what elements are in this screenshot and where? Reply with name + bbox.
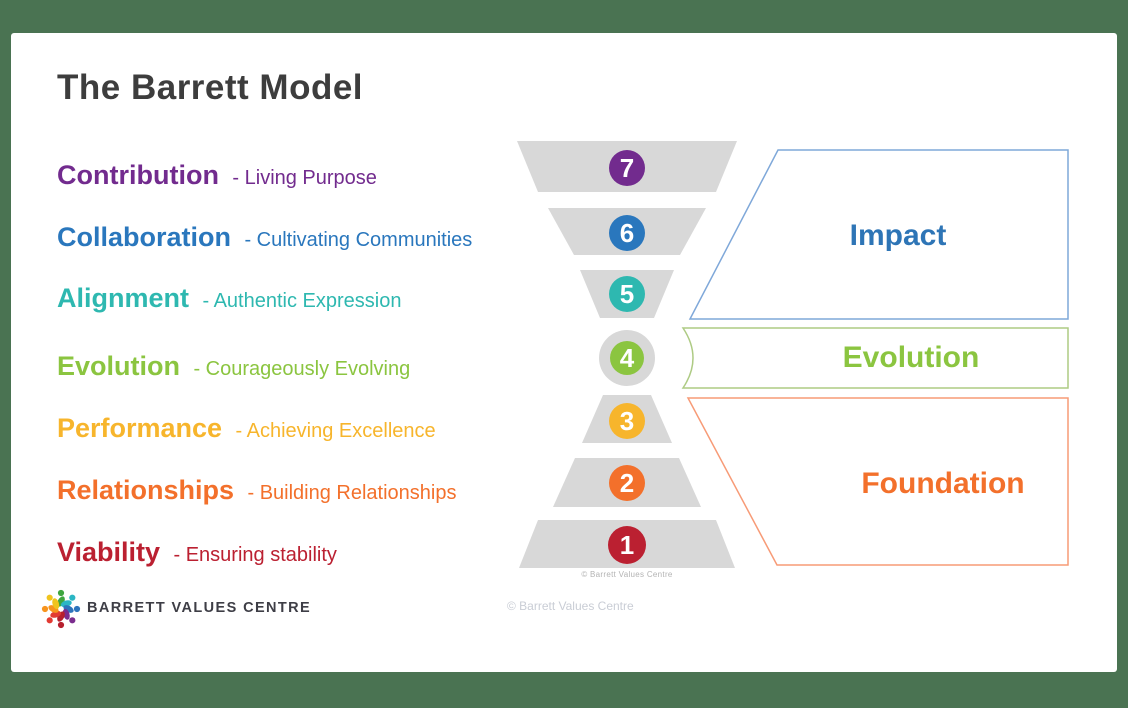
level-description: - Achieving Excellence [235, 420, 436, 442]
level-badge-3 [609, 403, 645, 439]
footer-logo-text: BARRETT VALUES CENTRE [87, 600, 312, 616]
level-keyword: Viability [57, 537, 161, 567]
level-row-5: Alignment - Authentic Expression [57, 281, 401, 315]
level-keyword: Evolution [57, 351, 180, 381]
evolution-outline-shape [681, 327, 1069, 389]
level-row-1: Viability - Ensuring stability [57, 535, 337, 569]
level-description: - Courageously Evolving [193, 358, 411, 380]
logo-petal [60, 594, 76, 608]
level-number-6: 6 [620, 218, 634, 248]
level-number-5: 5 [620, 279, 634, 309]
level-badge-6 [609, 215, 645, 251]
page-title: The Barrett Model [57, 68, 364, 107]
stage-label-foundation: Foundation [861, 467, 1025, 500]
foundation-outline-shape [686, 397, 1069, 566]
level-number-2: 2 [620, 468, 634, 498]
stage-label-impact: Impact [849, 219, 947, 252]
level-badge-4 [610, 341, 644, 375]
logo-petal [62, 608, 76, 624]
level-badge-2 [609, 465, 645, 501]
level-keyword: Relationships [57, 475, 235, 505]
level-row-3: Performance - Achieving Excellence [57, 411, 436, 445]
level-description: - Cultivating Communities [244, 229, 473, 251]
level-row-2: Relationships - Building Relationships [57, 473, 457, 507]
level-number-7: 7 [620, 153, 634, 183]
level-description: - Living Purpose [232, 167, 377, 189]
level-keyword: Alignment [57, 283, 189, 313]
level-badge-7 [609, 150, 645, 186]
logo-petal [46, 594, 60, 610]
level-row-4: Evolution - Courageously Evolving [57, 349, 410, 383]
logo-petal [46, 610, 62, 624]
level-number-3: 3 [620, 406, 634, 436]
level-keyword: Performance [57, 413, 223, 443]
level-description: - Authentic Expression [202, 290, 402, 312]
funnel-copyright: © Barrett Values Centre [581, 570, 673, 579]
footer-copyright: © Barrett Values Centre [507, 599, 634, 613]
level-row-7: Contribution - Living Purpose [57, 158, 377, 192]
level-description: - Building Relationships [247, 482, 457, 504]
impact-outline-shape [688, 149, 1069, 320]
level-description: - Ensuring stability [173, 544, 337, 566]
level-number-4: 4 [620, 343, 635, 373]
level-number-1: 1 [620, 530, 634, 560]
stage-label-evolution: Evolution [842, 341, 980, 374]
level-keyword: Contribution [57, 160, 219, 190]
level-badge-1 [608, 526, 646, 564]
level-badge-5 [609, 276, 645, 312]
barrett-values-centre-logo-icon [41, 589, 81, 629]
level-row-6: Collaboration - Cultivating Communities [57, 220, 472, 254]
level-keyword: Collaboration [57, 222, 231, 252]
